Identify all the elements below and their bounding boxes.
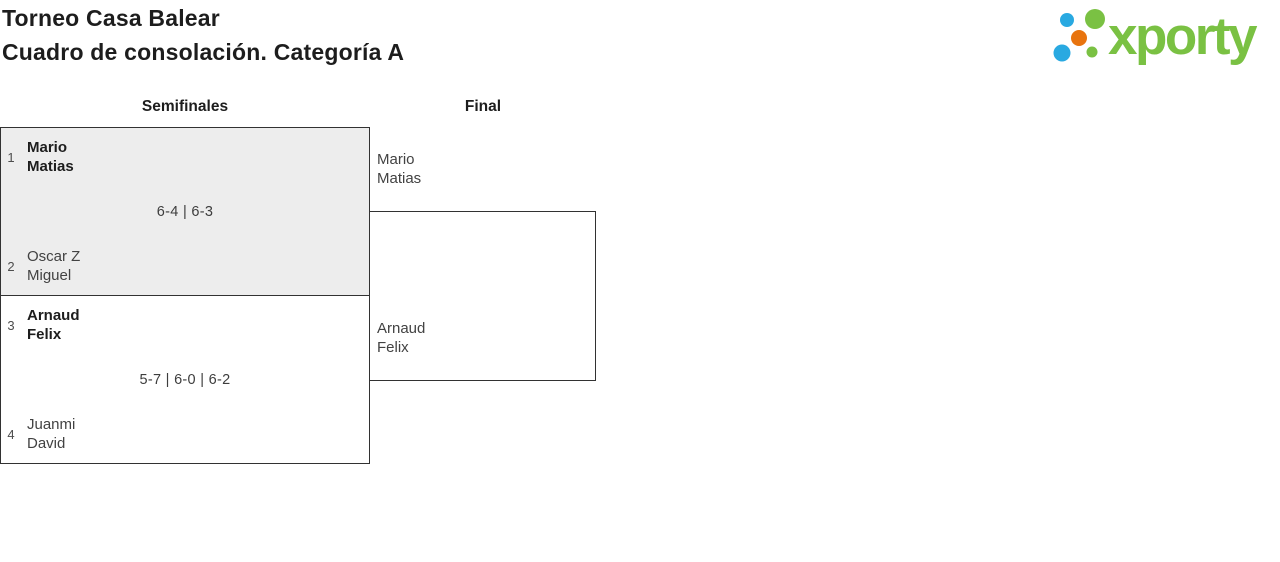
round-header-final: Final	[464, 98, 502, 115]
player-names: Arnaud Felix	[27, 306, 80, 344]
player-name-line: Felix	[27, 326, 62, 343]
xporty-logo[interactable]: xporty	[1048, 0, 1280, 72]
round-header-semifinals: Semifinales	[141, 98, 229, 115]
match-score: 5-7 | 6-0 | 6-2	[139, 372, 231, 388]
page-subtitle: Cuadro de consolación. Categoría A	[2, 38, 405, 65]
seed-number: 4	[7, 426, 15, 442]
player-name-line: Arnaud	[377, 320, 426, 337]
player-names: Mario Matias	[27, 138, 74, 176]
player-name-line: Mario	[377, 151, 415, 168]
seed-number: 2	[7, 258, 15, 274]
seed-number: 3	[7, 317, 15, 333]
player-name-line: Juanmi	[27, 416, 76, 433]
final-slot-top-names: Mario Matias	[377, 150, 421, 188]
page-header: Torneo Casa Balear Cuadro de consolación…	[2, 2, 404, 69]
player-names: Juanmi David	[27, 415, 75, 453]
match-final[interactable]	[369, 211, 596, 381]
logo-dot-green-small-icon	[1086, 46, 1098, 58]
page-title: Torneo Casa Balear	[2, 5, 220, 31]
match-semifinal-1[interactable]: 1 Mario Matias 6-4 | 6-3 2 Oscar Z Migue…	[0, 127, 370, 296]
match-semifinal-2[interactable]: 3 Arnaud Felix 5-7 | 6-0 | 6-2 4 Juanmi …	[0, 295, 370, 464]
match-slot-bottom: 2 Oscar Z Miguel	[1, 247, 80, 285]
match-slot-top: 1 Mario Matias	[1, 138, 74, 176]
logo-dot-green-large-icon	[1085, 9, 1105, 29]
logo-dot-blue-large-icon	[1053, 44, 1071, 62]
final-slot-bottom-names: Arnaud Felix	[377, 319, 425, 357]
player-name-line: David	[27, 435, 66, 452]
player-names: Oscar Z Miguel	[27, 247, 80, 285]
player-name-line: Arnaud	[27, 307, 80, 324]
match-slot-top: 3 Arnaud Felix	[1, 306, 80, 344]
logo-dot-blue-small-icon	[1060, 13, 1074, 27]
xporty-logo-dots-icon: xporty	[1053, 7, 1261, 66]
player-name-line: Miguel	[27, 267, 72, 284]
logo-dot-orange-icon	[1071, 30, 1087, 46]
player-name-line: Felix	[377, 339, 409, 356]
seed-number: 1	[7, 149, 15, 165]
player-name-line: Oscar Z	[27, 248, 81, 265]
player-name-line: Mario	[27, 139, 68, 156]
player-name-line: Matias	[377, 170, 422, 187]
match-slot-bottom: 4 Juanmi David	[1, 415, 75, 453]
match-score: 6-4 | 6-3	[156, 204, 214, 220]
logo-brand-text: xporty	[1108, 7, 1258, 66]
player-name-line: Matias	[27, 158, 74, 175]
